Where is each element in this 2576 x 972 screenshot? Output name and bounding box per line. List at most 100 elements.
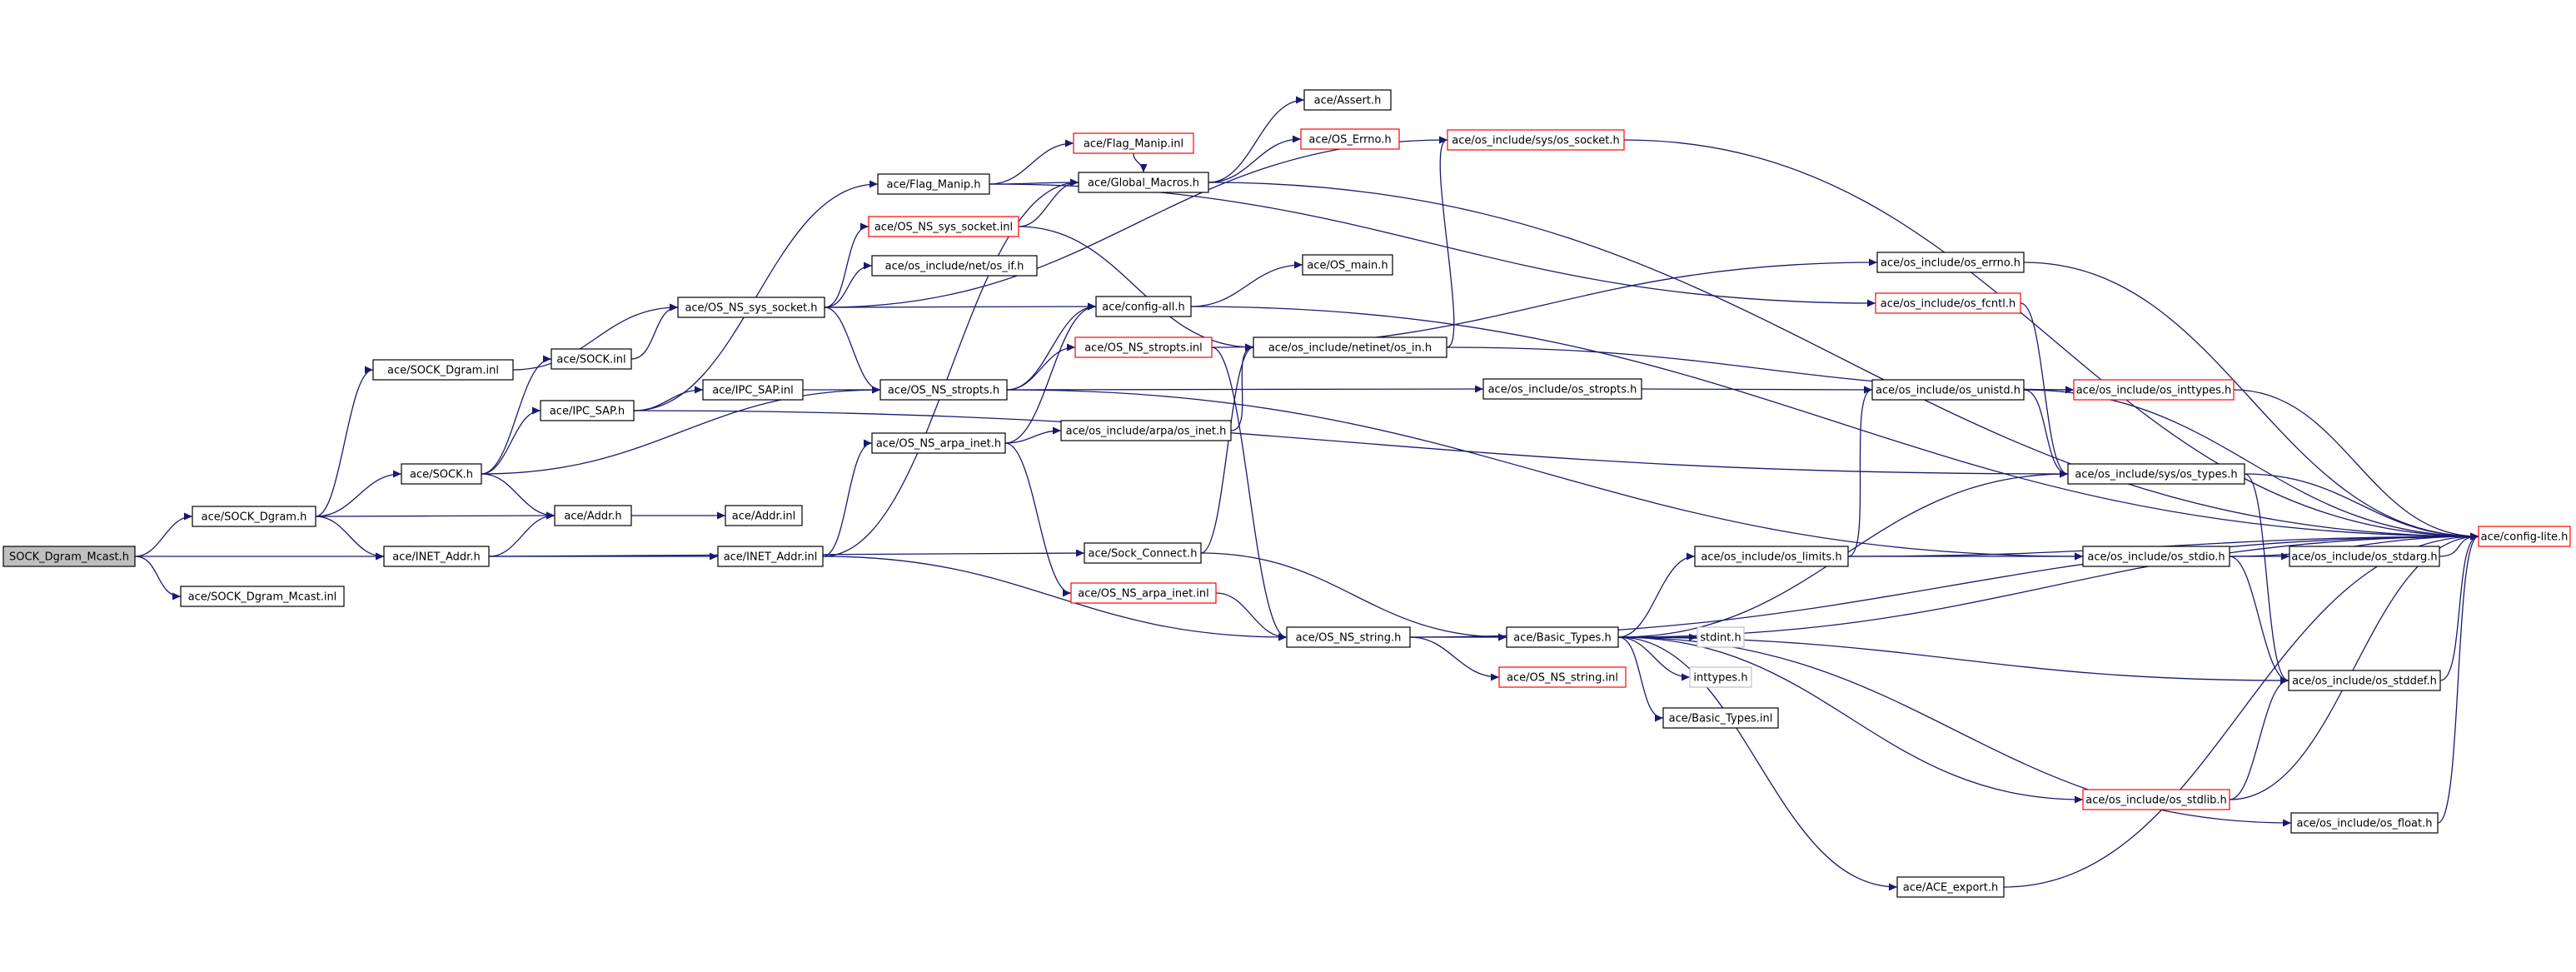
node-box: [540, 400, 635, 421]
node-label: ace/Basic_Types.inl: [1669, 713, 1773, 725]
node-osstropts[interactable]: ace/os_include/os_stropts.h: [1482, 378, 1642, 400]
edge-systypes-to-cfglite: [2244, 473, 2479, 541]
node-box: [1253, 336, 1447, 358]
arrowhead: [1053, 426, 1061, 435]
arrowhead: [532, 406, 541, 415]
node-box: [372, 359, 514, 381]
edge-sockcon-to-netin: [1200, 343, 1254, 554]
node-label: ace/OS_NS_stropts.inl: [1084, 342, 1203, 355]
node-syssock[interactable]: ace/os_include/sys/os_socket.h: [1447, 129, 1625, 151]
node-assert[interactable]: ace/Assert.h: [1303, 89, 1392, 111]
edge-nssock-to-nsstrh: [824, 307, 881, 394]
node-box: [2289, 546, 2440, 567]
edge-sdg-to-sock: [315, 470, 402, 517]
edge-nsstrh-to-osstdio: [1006, 389, 2084, 561]
node-box: [554, 505, 632, 526]
node-sdg[interactable]: ace/SOCK_Dgram.h: [192, 506, 316, 527]
edge-osstdio-to-osstddef: [2229, 556, 2290, 685]
node-sockcon[interactable]: ace/Sock_Connect.h: [1084, 542, 1202, 564]
arrowhead: [1278, 633, 1287, 641]
node-osinttypes[interactable]: ace/os_include/os_inttypes.h: [2073, 379, 2235, 401]
node-inet[interactable]: ace/INET_Addr.h: [383, 546, 490, 567]
node-osstdio[interactable]: ace/os_include/os_stdio.h: [2082, 546, 2230, 567]
node-netin[interactable]: ace/os_include/netinet/os_in.h: [1253, 336, 1447, 358]
node-stdint[interactable]: stdint.h: [1697, 626, 1745, 648]
edge-osstropts-to-osunistd: [1641, 386, 1873, 394]
node-label: ace/os_include/os_limits.h: [1701, 551, 1841, 564]
node-ipci[interactable]: ace/IPC_SAP.inl: [702, 379, 804, 401]
node-nsarpai[interactable]: ace/OS_NS_arpa_inet.inl: [1070, 582, 1217, 604]
edge-oserrh-to-cfglite: [2023, 262, 2479, 541]
edge-root-to-sdgmi: [134, 556, 182, 601]
node-basicti[interactable]: ace/Basic_Types.inl: [1662, 707, 1779, 729]
node-box: [2, 546, 136, 567]
node-oslimits[interactable]: ace/os_include/os_limits.h: [1694, 546, 1849, 567]
node-box: [1286, 626, 1411, 648]
node-socki[interactable]: ace/SOCK.inl: [551, 348, 632, 370]
edge-ipch-to-systypes: [633, 410, 2069, 478]
node-label: ace/os_include/sys/os_types.h: [2075, 469, 2237, 481]
edge-osinet-to-netin: [1230, 343, 1254, 431]
node-nssock[interactable]: ace/OS_NS_sys_socket.h: [677, 297, 825, 318]
node-nsstrh[interactable]: ace/OS_NS_stropts.h: [879, 379, 1008, 401]
node-osstdarg[interactable]: ace/os_include/os_stdarg.h: [2289, 546, 2440, 567]
edge-basict-to-inttypes: [1617, 636, 1691, 681]
edge-globm-to-oserrno: [1208, 135, 1302, 183]
node-globm[interactable]: ace/Global_Macros.h: [1078, 172, 1209, 193]
node-label: ace/Flag_Manip.h: [887, 179, 981, 192]
node-addr[interactable]: ace/Addr.h: [554, 505, 632, 526]
node-root[interactable]: SOCK_Dgram_Mcast.h: [2, 546, 136, 567]
node-label: inttypes.h: [1693, 672, 1747, 685]
node-osinet[interactable]: ace/os_include/arpa/os_inet.h: [1060, 420, 1232, 441]
node-osfloat[interactable]: ace/os_include/os_float.h: [2290, 812, 2439, 834]
arrowhead: [365, 366, 373, 374]
node-sdgmi[interactable]: ace/SOCK_Dgram_Mcast.inl: [180, 586, 345, 607]
node-ineti[interactable]: ace/INET_Addr.inl: [717, 546, 824, 567]
node-addri[interactable]: ace/Addr.inl: [725, 505, 803, 526]
edge-oslimits-to-osunistd: [1847, 386, 1873, 557]
node-box: [2082, 546, 2230, 567]
node-sdgi[interactable]: ace/SOCK_Dgram.inl: [372, 359, 514, 381]
node-osfcntl[interactable]: ace/os_include/os_fcntl.h: [1875, 292, 2021, 314]
edge-ipch-to-flagh: [633, 180, 879, 411]
node-ipch[interactable]: ace/IPC_SAP.h: [540, 400, 635, 421]
node-box: [2478, 526, 2571, 547]
node-cfglite[interactable]: ace/config-lite.h: [2478, 526, 2571, 547]
node-nsarpa[interactable]: ace/OS_NS_arpa_inet.h: [871, 432, 1006, 454]
node-nsstri[interactable]: ace/OS_NS_stropts.inl: [1074, 336, 1213, 358]
node-osif[interactable]: ace/os_include/net/os_if.h: [871, 255, 1038, 277]
node-oserrh[interactable]: ace/os_include/os_errno.h: [1876, 252, 2025, 273]
arrowhead: [1498, 633, 1507, 641]
node-oserrno[interactable]: ace/OS_Errno.h: [1300, 128, 1400, 150]
node-osstddef[interactable]: ace/os_include/os_stddef.h: [2288, 670, 2441, 691]
node-label: ace/os_include/os_stdio.h: [2087, 551, 2225, 564]
node-nsstringi[interactable]: ace/OS_NS_string.inl: [1498, 666, 1627, 688]
node-label: ace/OS_Errno.h: [1308, 134, 1391, 147]
node-label: ace/OS_NS_string.h: [1296, 632, 1402, 645]
node-basict[interactable]: ace/Basic_Types.h: [1506, 626, 1619, 648]
node-aceexp[interactable]: ace/ACE_export.h: [1896, 876, 2005, 898]
node-inttypes[interactable]: inttypes.h: [1689, 666, 1752, 688]
node-nsstring[interactable]: ace/OS_NS_string.h: [1286, 626, 1411, 648]
node-osunistd[interactable]: ace/os_include/os_unistd.h: [1871, 379, 2025, 401]
node-flagi[interactable]: ace/Flag_Manip.inl: [1073, 132, 1194, 154]
node-flagh[interactable]: ace/Flag_Manip.h: [877, 173, 990, 195]
node-box: [871, 432, 1006, 454]
node-cfgall[interactable]: ace/config-all.h: [1095, 296, 1192, 317]
edge-root-to-inet: [135, 552, 384, 561]
node-systypes[interactable]: ace/os_include/sys/os_types.h: [2067, 463, 2245, 485]
node-box: [877, 173, 990, 195]
arrowhead: [1070, 178, 1079, 187]
node-box: [551, 348, 632, 370]
node-box: [1871, 379, 2025, 401]
arrowhead: [1475, 385, 1483, 393]
node-osmain[interactable]: ace/OS_main.h: [1302, 254, 1393, 276]
edge-nsstring-to-nsstringi: [1409, 636, 1500, 681]
node-sock[interactable]: ace/SOCK.h: [401, 463, 482, 485]
node-box: [1302, 254, 1393, 276]
edge-addr-to-addri: [631, 511, 725, 520]
arrowhead: [1294, 261, 1303, 269]
node-nssocki[interactable]: ace/OS_NS_sys_socket.inl: [868, 216, 1019, 237]
node-osstdlib[interactable]: ace/os_include/os_stdlib.h: [2082, 789, 2230, 810]
edge-osstdlib-to-osstddef: [2229, 676, 2290, 800]
